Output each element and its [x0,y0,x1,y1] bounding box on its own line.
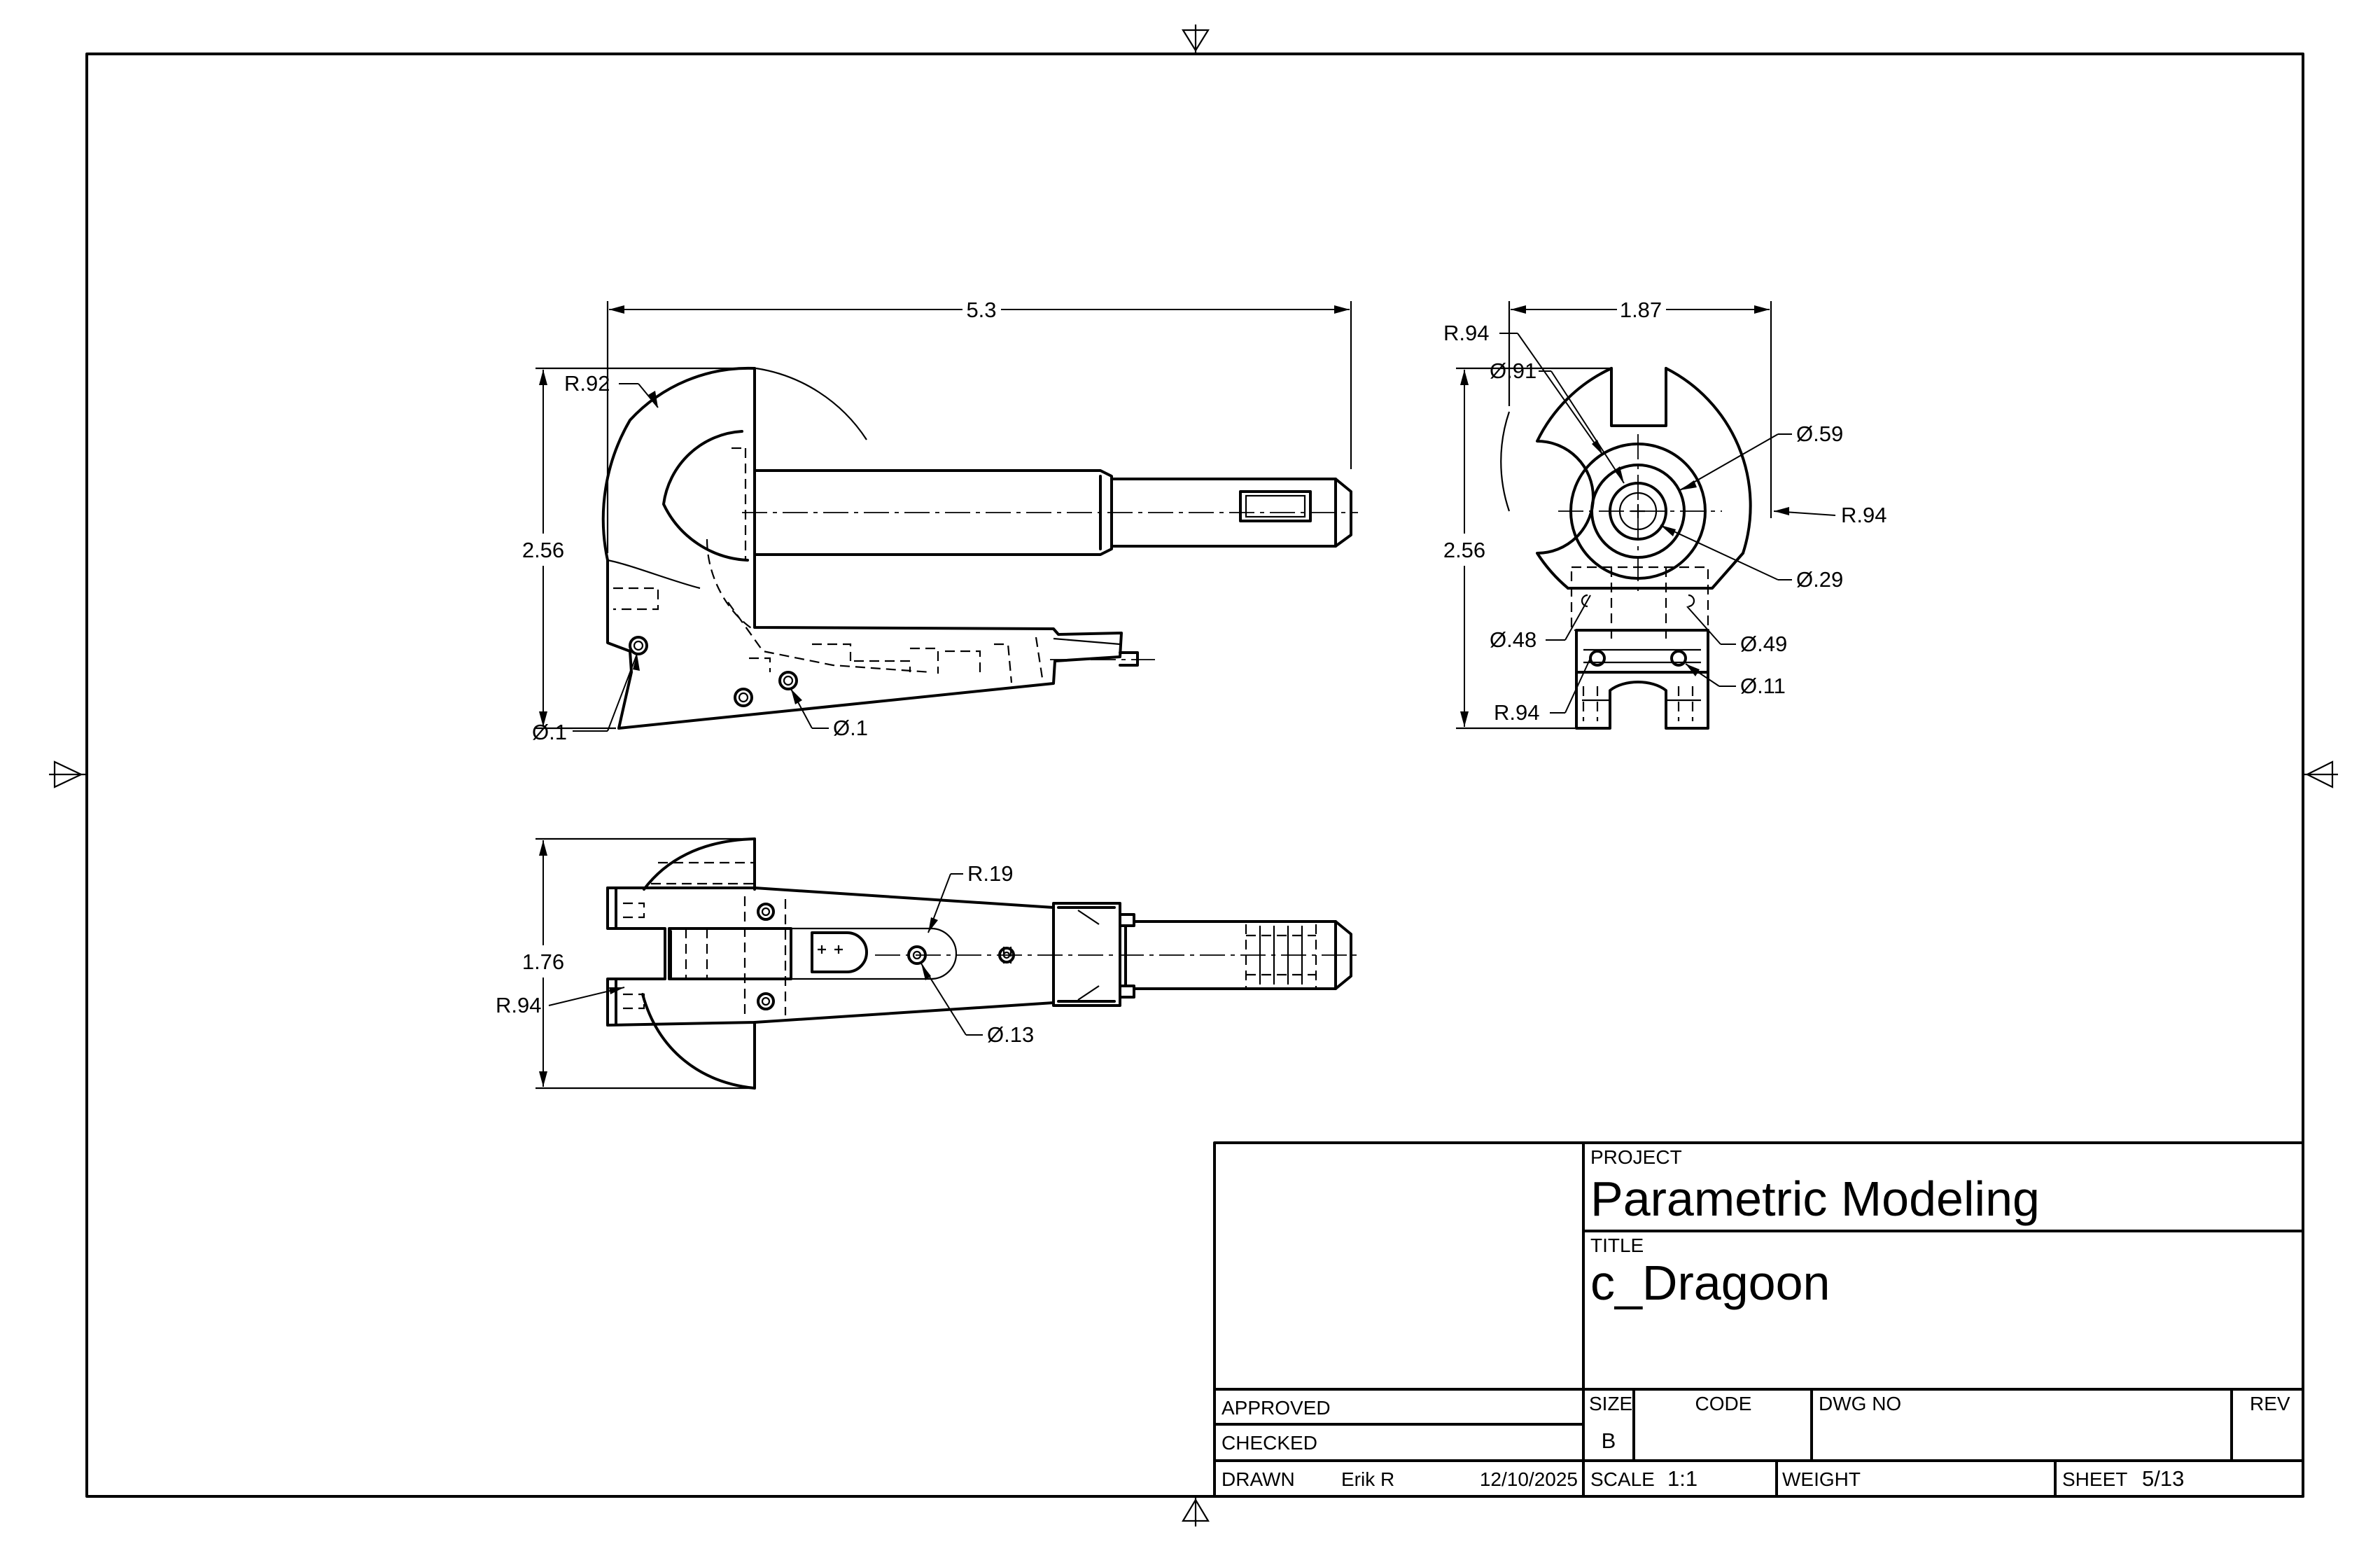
size-label: SIZE [1589,1393,1632,1414]
dwg-no-label: DWG NO [1819,1393,1901,1414]
title-block: PROJECT Parametric Modeling TITLE c_Drag… [1213,1141,2304,1498]
dim-front-arc-radius: R.92 [564,371,610,396]
dim-front-height: 2.56 [522,538,564,562]
drawing-title: c_Dragoon [1590,1256,1830,1310]
front-view-dimensions: 5.3 2.56 R.92 Ø.1 Ø.1 [522,298,1352,744]
weight-label: WEIGHT [1782,1468,1861,1490]
dim-side-dia-91: Ø.91 [1490,359,1536,383]
sheet-label: SHEET [2062,1468,2127,1490]
dim-side-dia-48: Ø.48 [1490,627,1536,652]
rev-label: REV [2250,1393,2290,1414]
size-value: B [1602,1428,1616,1453]
dim-top-dia-13: Ø.13 [987,1022,1034,1047]
dim-side-height: 2.56 [1443,538,1485,562]
project-label: PROJECT [1590,1146,1682,1168]
dim-top-radius-slot: R.19 [967,861,1013,886]
dim-side-radius-top: R.94 [1443,321,1489,345]
dim-side-dia-11: Ø.11 [1740,674,1786,698]
dim-overall-length: 5.3 [966,298,996,322]
project-name: Parametric Modeling [1590,1171,2040,1226]
scale-label: SCALE [1590,1468,1655,1490]
dim-side-radius-bottom: R.94 [1494,700,1539,725]
sheet-border [85,53,2304,1498]
dim-side-dia-59: Ø.59 [1796,422,1843,446]
top-view [606,837,1358,1090]
side-view [1500,367,1752,730]
centering-marks [49,25,2338,1526]
dim-top-radius-left: R.94 [496,993,541,1017]
dim-front-hole-left: Ø.1 [532,720,567,744]
title-label: TITLE [1590,1234,1644,1256]
dim-side-dia-29: Ø.29 [1796,567,1843,592]
front-view [601,366,1358,730]
side-view-dimensions: 1.87 2.56 R.94 Ø.91 Ø.59 R.94 Ø.29 Ø.48 … [1443,298,1886,730]
drawn-label: DRAWN [1222,1468,1295,1490]
dim-side-dia-49: Ø.49 [1740,632,1787,656]
code-label: CODE [1695,1393,1752,1414]
drawn-by: Erik R [1341,1468,1394,1490]
dim-side-radius-right: R.94 [1841,503,1886,527]
top-view-dimensions: 1.76 R.94 R.19 Ø.13 [496,837,1034,1090]
approved-label: APPROVED [1222,1397,1331,1419]
drawn-date: 12/10/2025 [1480,1468,1578,1490]
dim-side-width: 1.87 [1620,298,1662,322]
dim-top-height: 1.76 [522,950,564,974]
scale-value: 1:1 [1667,1466,1698,1491]
sheet-value: 5/13 [2142,1466,2184,1491]
checked-label: CHECKED [1222,1432,1317,1454]
dim-front-hole-right: Ø.1 [833,716,868,740]
